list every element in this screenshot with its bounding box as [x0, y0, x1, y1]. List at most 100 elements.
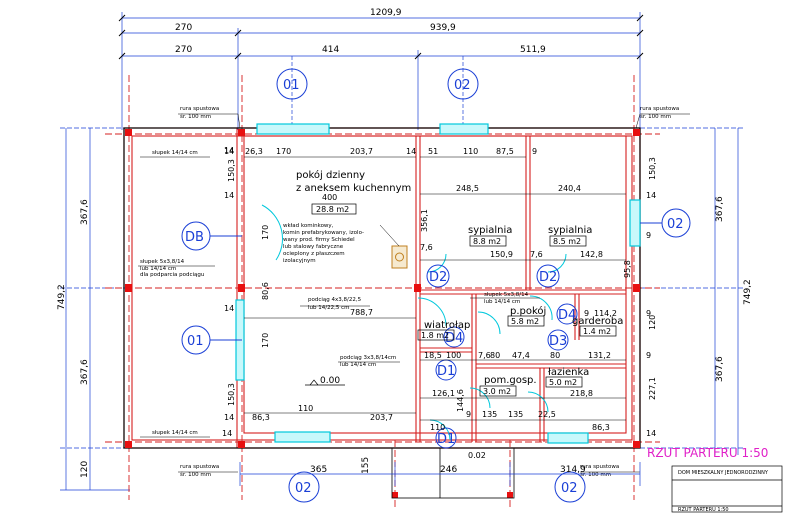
dim-bottom-002: 0.02: [468, 451, 486, 460]
inner-dim-c14: 110: [430, 423, 445, 432]
dim-top3-b: 414: [322, 45, 339, 55]
dim-left-total: 749,2: [57, 284, 67, 310]
dim-top3-a: 270: [175, 45, 192, 55]
inner-dim-left-6: 150,3: [227, 383, 236, 406]
room-vestibule-area: 1.8 m2: [421, 331, 449, 340]
inner-dim-7-6b: 7,6: [530, 250, 543, 259]
dimension-lines-top: [121, 12, 641, 130]
inner-dim-right-150-3: 150,3: [648, 157, 657, 180]
inner-dim-c7: 126,1: [432, 389, 455, 398]
title-block-line1: DOM MIESZKALNY JEDNORODZINNY: [678, 470, 769, 476]
inner-dim-c16: 9: [584, 309, 589, 318]
posts: [125, 129, 640, 498]
inner-dim-top-6: 110: [463, 147, 478, 156]
room-hall-area-box: [507, 315, 545, 327]
dim-bottom-246: 246: [440, 465, 457, 475]
axis-label-bottom-02a: 02: [295, 481, 312, 496]
inner-dim-top-3: 203,7: [350, 147, 373, 156]
entrance-porch: [391, 447, 515, 499]
title-block: [671, 465, 783, 513]
dimension-lines-bottom: [239, 462, 641, 486]
chimney-note-2: komin prefabrykowany, izolo-: [283, 230, 364, 236]
inner-dim-95-8: 95,8: [623, 260, 632, 278]
note-leaders: [138, 113, 690, 473]
dim-right-lower: 367,6: [715, 356, 725, 382]
inner-dim-7-6a: 7,6: [420, 243, 433, 252]
inner-dim-left-2: 14: [224, 146, 234, 155]
room-bedroom2-area: 8.5 m2: [553, 237, 581, 246]
inner-dim-bed1-width: 248,5: [456, 184, 479, 193]
inner-dim-c1: 100: [446, 351, 461, 360]
downpipe-note-br-1: rura spustowa: [580, 464, 619, 470]
room-living-area-box: [311, 203, 357, 215]
chimney-note-5: ocieplony z płaszczem: [283, 251, 345, 257]
post-note-left-1: słupek 5x3,8/14: [140, 259, 185, 265]
inner-dim-c3: 80: [490, 351, 500, 360]
dim-left-upper: 367,6: [80, 199, 90, 225]
room-bathroom-area: 5.0 m2: [549, 378, 577, 387]
inner-dim-c4: 47,4: [512, 351, 530, 360]
dim-right-total: 749,2: [743, 279, 753, 305]
downpipe-note-tr-2: śr. 100 mm: [640, 113, 671, 120]
inner-dim-top-4: 14: [406, 147, 416, 156]
axis-label-bottom-02b: 02: [561, 481, 578, 496]
post-note-right-1: słupek 5x3,8/14: [484, 292, 529, 298]
inner-dim-c10: 135: [482, 410, 497, 419]
title-block-line2: RZUT PARTERU 1:50: [678, 507, 729, 513]
inner-dim-bottom-0: 86,3: [252, 413, 270, 422]
room-hall-name: p.pokój: [510, 305, 546, 317]
inner-dim-c20: 227,1: [648, 377, 657, 400]
dim-left-lower: 367,6: [80, 359, 90, 385]
dim-right-upper: 367,6: [715, 196, 725, 222]
room-vestibule-name: wiatrołap: [424, 320, 470, 331]
inner-dim-bottom-4: 14: [222, 429, 232, 438]
post-note-left-3: dla podparcia podciągu: [140, 272, 204, 278]
room-bedroom1-name: sypialnia: [468, 225, 512, 236]
inner-dim-356: 356,1: [420, 209, 429, 232]
level-mark: [305, 379, 345, 386]
dim-bottom-155: 155: [361, 457, 371, 474]
inner-dim-788-7: 788,7: [350, 308, 373, 317]
room-utility-name: pom.gosp.: [484, 375, 537, 386]
downpipe-note-tl-1: rura spustowa: [180, 106, 219, 112]
room-wardrobe-area-box: [579, 325, 617, 337]
door-label-d4b: D4: [558, 308, 576, 323]
door-label-d1b: D1: [437, 432, 455, 447]
door-label-d2a: D2: [429, 270, 447, 285]
inner-dim-c5: 80: [550, 351, 560, 360]
dim-bottom-365: 365: [310, 465, 327, 475]
axis-label-right-02: 02: [667, 217, 684, 232]
dimension-lines-sides: [60, 127, 745, 491]
axis-label-top-02: 02: [454, 78, 471, 93]
inner-dim-right-14: 14: [646, 191, 656, 200]
beam-note-1b: lub 14/22,5 cm: [308, 305, 349, 311]
inner-dim-bed2-width: 240,4: [558, 184, 581, 193]
inner-dim-142-8: 142,8: [580, 250, 603, 259]
post-note-right-2: lub 14/14 cm: [484, 299, 520, 305]
post-note-bottom: słupek 14/14 cm: [152, 430, 198, 436]
inner-dim-c15: 114,2: [594, 309, 617, 318]
dim-living-width: 400: [322, 193, 337, 202]
inner-dim-top-8: 9: [532, 147, 537, 156]
room-wardrobe-area: 1.4 m2: [583, 327, 611, 336]
door-label-d1a: D1: [437, 364, 455, 379]
downpipe-note-tl-2: śr. 100 mm: [180, 113, 211, 120]
inner-dimension-lines: [244, 156, 626, 421]
inner-dim-c11: 9: [466, 410, 471, 419]
room-bathroom-area-box: [545, 376, 583, 388]
downpipe-note-br-2: śr. 100 mm: [580, 471, 611, 478]
inner-dim-left-1: 150,3: [227, 159, 236, 182]
room-wardrobe-name: garderoba: [572, 316, 623, 327]
fireplace: [379, 224, 408, 269]
beam-note-2b: lub 14/14 cm: [340, 362, 376, 368]
door-label-d3: D3: [549, 334, 567, 349]
inner-dim-c19: 9: [646, 351, 651, 360]
inner-dim-left-5: 14: [224, 304, 234, 313]
room-bedroom1-area-box: [469, 235, 507, 247]
downpipe-note-tr-1: rura spustowa: [640, 106, 679, 112]
structural-grid: [105, 75, 660, 510]
beam-note-2a: podciąg 3x3,8/14cm: [340, 355, 396, 361]
dim-top3-c: 511,9: [520, 45, 546, 55]
post-note-top: słupek 14/14 cm: [152, 150, 198, 156]
